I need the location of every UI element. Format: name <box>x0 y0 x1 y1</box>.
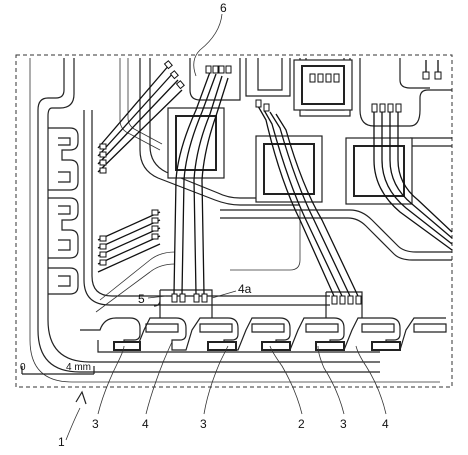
bond-pad-block-right <box>325 291 363 318</box>
dashed-boundary <box>15 54 453 388</box>
label-bottom-6: 4 <box>382 417 389 431</box>
bond-pad-block-left <box>153 289 213 318</box>
label-5: 5 <box>138 292 145 306</box>
leader-lines <box>65 13 387 441</box>
reference-labels: 6 5 4a 1 3 4 3 2 3 4 <box>58 1 389 449</box>
label-bottom-4: 2 <box>298 417 305 431</box>
label-bottom-2: 4 <box>142 417 149 431</box>
bond-wires <box>97 60 453 297</box>
label-bottom-3: 3 <box>200 417 207 431</box>
scale-length: 4 mm <box>66 362 91 373</box>
bottom-bridge-row <box>80 317 447 353</box>
label-1: 1 <box>58 435 65 449</box>
label-bottom-1: 3 <box>92 417 99 431</box>
scale-zero: 0 <box>20 362 26 373</box>
left-comb <box>29 58 440 383</box>
label-bottom-5: 3 <box>340 417 347 431</box>
scale-bar: 0 4 mm <box>20 362 95 375</box>
label-6: 6 <box>220 1 227 15</box>
label-4a: 4a <box>238 282 252 296</box>
